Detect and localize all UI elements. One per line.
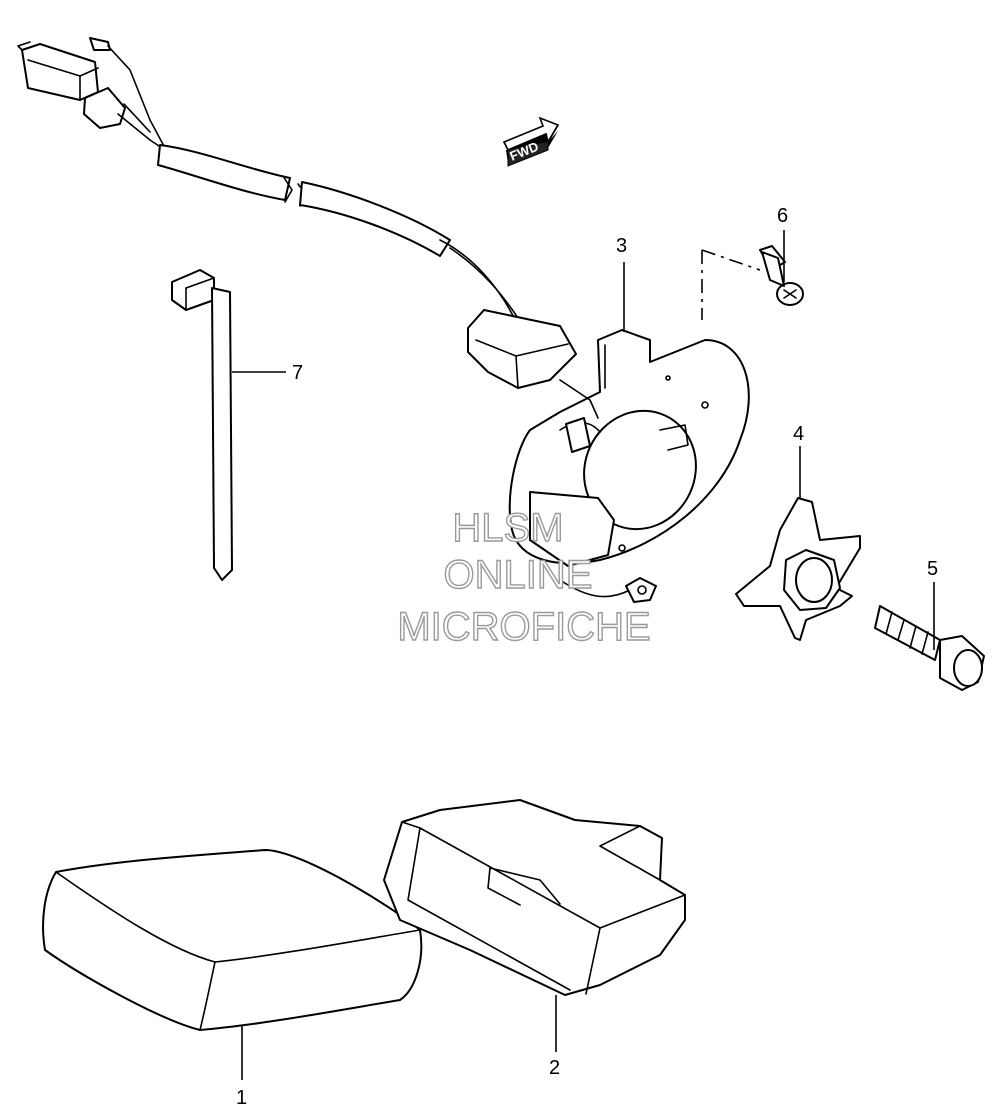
- cable-tie[interactable]: [171, 269, 233, 581]
- watermark-line-2: ONLINE: [444, 553, 593, 597]
- wiring-harness[interactable]: [17, 37, 577, 389]
- callout-6: 6: [777, 205, 788, 227]
- callout-3: 3: [616, 235, 627, 257]
- watermark: HLSM ONLINE MICROFICHE: [397, 505, 652, 649]
- cdi-holder[interactable]: [383, 799, 686, 996]
- watermark-line-3: MICROFICHE: [397, 605, 650, 649]
- screw[interactable]: [759, 245, 804, 306]
- callout-1: 1: [236, 1087, 247, 1109]
- rotor-plate[interactable]: [735, 497, 861, 641]
- forward-arrow-icon: FWD: [502, 116, 560, 167]
- cdi-unit[interactable]: [42, 849, 423, 1031]
- stator-plate[interactable]: [508, 329, 750, 603]
- callout-7: 7: [292, 362, 303, 384]
- watermark-line-1: HLSM: [452, 506, 563, 550]
- callout-5: 5: [927, 558, 938, 580]
- callout-4: 4: [793, 423, 804, 445]
- callout-2: 2: [549, 1057, 560, 1079]
- leader-lines: [232, 230, 935, 1080]
- bolt[interactable]: [874, 605, 985, 691]
